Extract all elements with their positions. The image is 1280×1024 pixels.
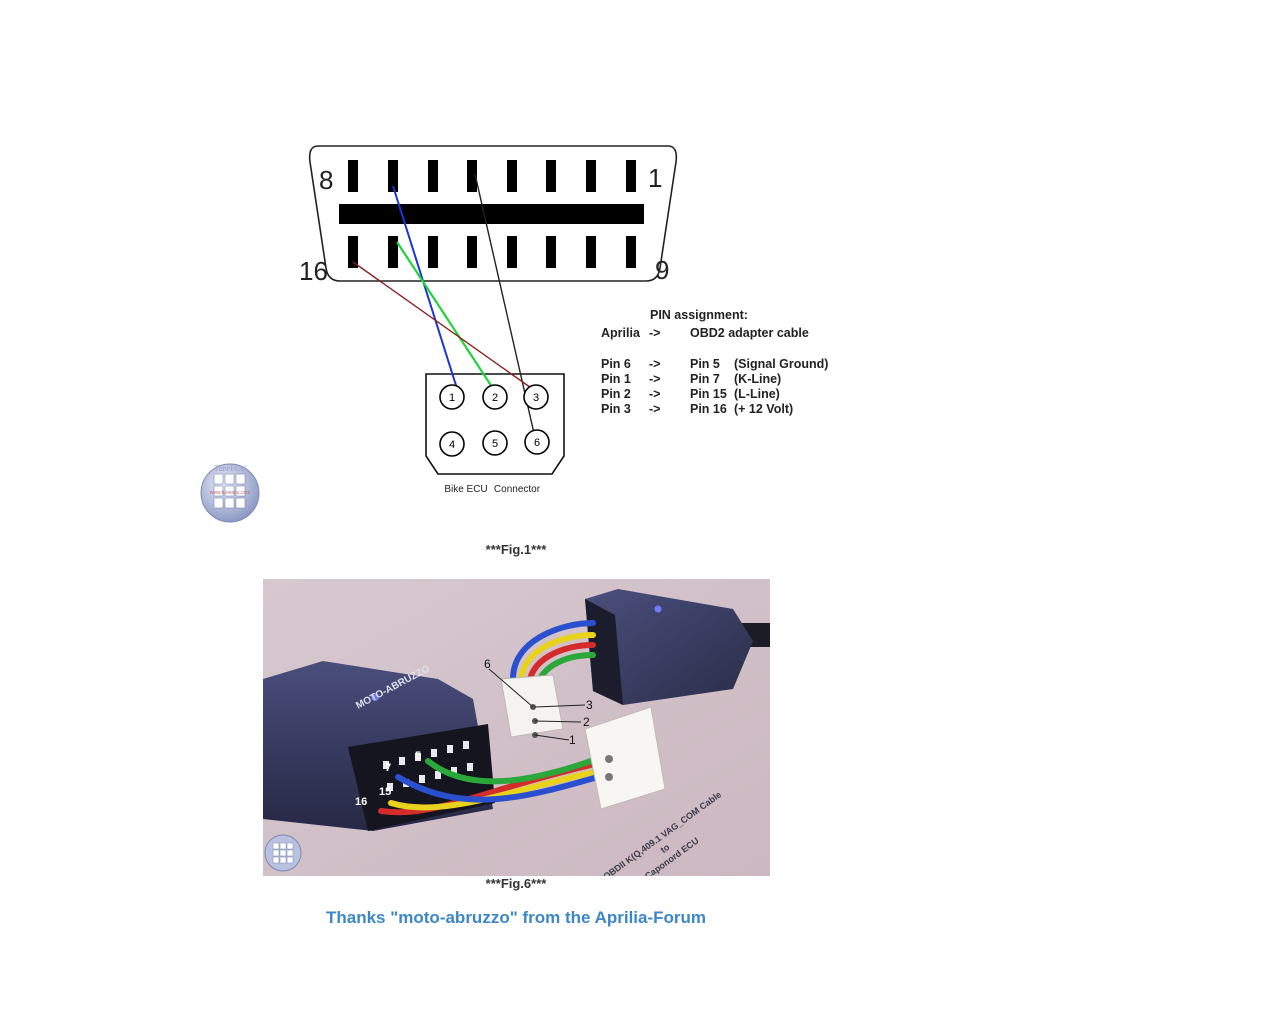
svg-text:5: 5 <box>492 438 498 450</box>
obd-pin-label-5: 5 <box>415 750 421 762</box>
obd-pin-label-16: 16 <box>355 796 367 808</box>
obd2-wiring-diagram: 8 1 16 9 1 2 3 4 5 6 Bike ECU Connector <box>299 145 678 495</box>
obd2-bottom-pins <box>348 236 636 268</box>
plug-pin-label-3: 3 <box>586 698 593 712</box>
svg-text:www.tuneecu.com: www.tuneecu.com <box>210 490 251 496</box>
svg-text:6: 6 <box>534 437 540 449</box>
svg-text:4: 4 <box>449 439 455 451</box>
header-obd2: OBD2 adapter cable <box>690 326 809 340</box>
obd-pin-label-15: 15 <box>379 786 391 798</box>
svg-text:TuneECU: TuneECU <box>214 464 246 473</box>
svg-text:3: 3 <box>533 392 539 404</box>
wire-pin2-to-pin15 <box>396 241 495 391</box>
plug-pin-label-1: 1 <box>569 733 576 747</box>
pin-assignment-table: PIN assignment: Aprilia -> OBD2 adapter … <box>601 308 829 416</box>
svg-text:1: 1 <box>449 392 455 404</box>
obd2-pin-number-1: 1 <box>648 163 662 193</box>
obd-pin-label-7: 7 <box>385 762 391 774</box>
header-aprilia: Aprilia <box>601 326 640 340</box>
ecu-pin-3: 3 <box>523 384 549 410</box>
ecu-pin-6: 6 <box>524 429 550 455</box>
pin-assignment-title: PIN assignment: <box>650 308 748 322</box>
plug-pin-label-2: 2 <box>583 715 590 729</box>
obd2-center-key <box>339 204 644 224</box>
ecu-pin-5: 5 <box>482 430 508 456</box>
white-ecu-plug-large <box>584 706 666 810</box>
obd-plug-right <box>585 589 770 705</box>
ecu-label-bike-ecu: Bike ECU <box>444 484 487 495</box>
fig6-caption: ***Fig.6*** <box>485 876 547 891</box>
obd2-pin-number-8: 8 <box>319 165 333 195</box>
ecu-pin-2: 2 <box>482 384 508 410</box>
ecu-pin-4: 4 <box>439 431 465 457</box>
adapter-cable-photo: MOTO-ABRUZZO 16 15 7 5 6 3 2 1 <box>263 579 770 876</box>
tuneecu-logo-small <box>264 834 302 872</box>
obd2-pin-number-16: 16 <box>299 256 328 286</box>
thanks-credit: Thanks "moto-abruzzo" from the Aprilia-F… <box>325 908 707 927</box>
svg-text:2: 2 <box>492 392 498 404</box>
header-arrow: -> <box>649 326 661 340</box>
obd2-top-pins <box>348 160 636 192</box>
ecu-label-connector: Connector <box>494 484 541 495</box>
wire-pin3-to-pin16 <box>352 261 535 391</box>
ecu-pin-1: 1 <box>439 384 465 410</box>
plug-pin-label-6: 6 <box>484 657 491 671</box>
wire-pin1-to-pin7 <box>392 185 461 399</box>
adapter-wires-left <box>378 752 611 816</box>
obd2-pin-number-9: 9 <box>655 255 669 285</box>
tuneecu-logo: TuneECU www.tuneecu.com <box>200 463 260 523</box>
fig1-caption: ***Fig.1*** <box>485 542 547 557</box>
